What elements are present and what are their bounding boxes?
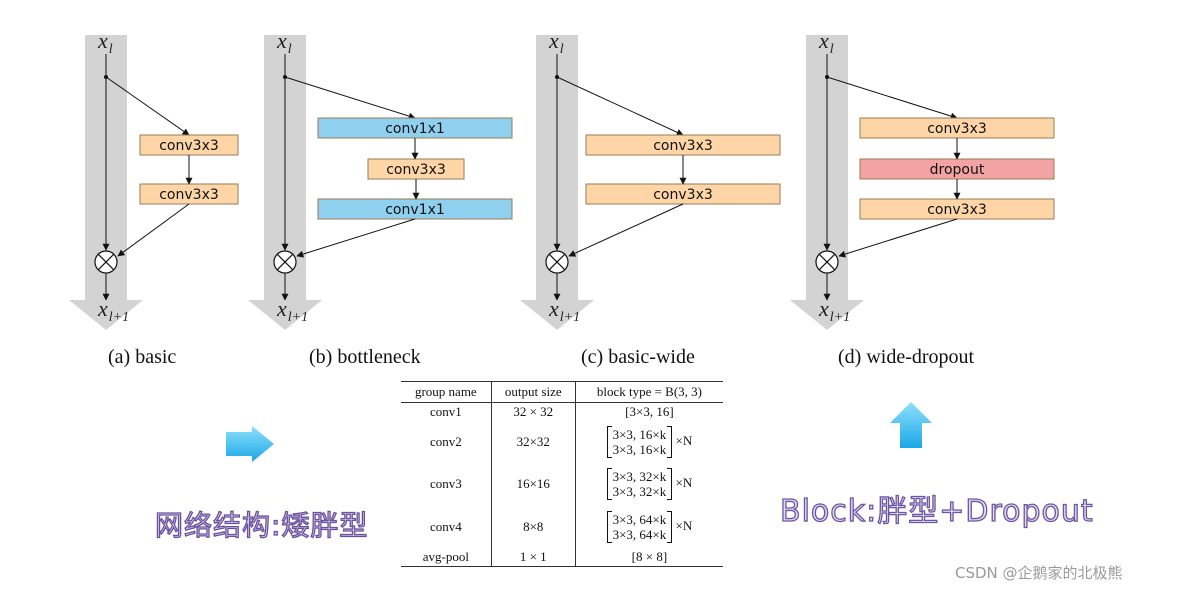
layer-box-dropout: dropout xyxy=(859,158,1055,180)
row-output-size: 32×32 xyxy=(490,420,576,463)
caption-basic: (a) basic xyxy=(108,346,177,368)
input-label: xl xyxy=(276,28,292,57)
layer-box-conv1x1: conv1x1 xyxy=(317,117,513,139)
branch-arrow xyxy=(556,76,684,136)
merge-arrow xyxy=(568,203,684,257)
row-output-size: 1 × 1 xyxy=(490,548,576,567)
header-output-size: output size xyxy=(490,381,576,403)
layer-box-conv3x3: conv3x3 xyxy=(367,158,465,180)
residual-block-1: xl xl+1 conv1x1 conv3x3 conv1x1 xyxy=(248,28,513,330)
row-group-name: conv1 xyxy=(429,403,462,419)
caption-basic-wide: (c) basic-wide xyxy=(581,346,695,368)
header-block-type: block type = B(3, 3) xyxy=(574,381,723,403)
input-label: xl xyxy=(818,28,834,57)
row-output-size: 8×8 xyxy=(490,505,576,549)
merge-node-icon xyxy=(273,250,297,274)
row-group-name: conv4 xyxy=(429,519,462,534)
caption-bottleneck: (b) bottleneck xyxy=(309,346,421,368)
layer-box-conv3x3: conv3x3 xyxy=(859,198,1055,220)
block-spec-line: 3×3, 64×k xyxy=(612,512,667,527)
row-output-size: 32 × 32 xyxy=(490,402,576,421)
input-label: xl xyxy=(97,28,113,57)
right-arrow-icon xyxy=(226,426,274,462)
watermark: CSDN @企鹅家的北极熊 xyxy=(955,564,1123,582)
row-group-name: conv2 xyxy=(429,433,462,449)
input-label: xl xyxy=(548,28,564,57)
table-header-row: group name output size block type = B(3,… xyxy=(401,381,723,403)
merge-node-icon xyxy=(545,250,569,274)
row-block-spec: [3×3, 16] xyxy=(574,402,723,421)
layer-label: conv3x3 xyxy=(653,138,713,154)
layer-label: conv3x3 xyxy=(386,162,446,178)
layer-box-conv3x3: conv3x3 xyxy=(859,117,1055,139)
layer-label: conv3x3 xyxy=(927,202,987,218)
up-arrow-icon xyxy=(890,402,932,448)
merge-node-icon xyxy=(94,250,118,274)
output-label: xl+1 xyxy=(276,296,308,325)
merge-arrow xyxy=(117,203,190,257)
layer-box-conv3x3: conv3x3 xyxy=(139,183,239,205)
branch-arrow xyxy=(284,76,416,120)
block-multiplier: ×N xyxy=(675,517,693,533)
block-spec-line: 3×3, 32×k xyxy=(612,484,667,499)
block-spec-line: [3×3, 16] xyxy=(625,403,674,419)
layer-box-conv3x3: conv3x3 xyxy=(585,183,781,205)
merge-arrow xyxy=(296,218,416,258)
layer-label: conv3x3 xyxy=(159,187,219,203)
merge-arrow xyxy=(838,218,958,258)
layer-label: conv3x3 xyxy=(653,187,713,203)
block-multiplier: ×N xyxy=(675,432,693,448)
block-multiplier: ×N xyxy=(675,474,693,490)
block-spec-line: 3×3, 64×k xyxy=(612,527,667,542)
layer-label: conv3x3 xyxy=(159,138,219,154)
layer-box-conv3x3: conv3x3 xyxy=(585,134,781,156)
layer-label: dropout xyxy=(930,162,985,178)
layer-label: conv1x1 xyxy=(385,121,445,137)
block-spec-line: [8 × 8] xyxy=(631,549,668,565)
layer-box-conv3x3: conv3x3 xyxy=(139,134,239,156)
header-group-name: group name xyxy=(401,381,492,403)
block-spec-line: 3×3, 16×k xyxy=(612,441,667,457)
table-row: avg-pool 1 × 1 [8 × 8] xyxy=(401,548,723,567)
row-group-name: conv3 xyxy=(429,476,462,491)
branch-arrow xyxy=(826,76,958,120)
row-group-name: avg-pool xyxy=(401,548,492,567)
network-config-table: group name output size block type = B(3,… xyxy=(401,381,723,567)
row-block-spec: [8 × 8] xyxy=(574,548,723,567)
merge-node-icon xyxy=(815,250,839,274)
layer-label: conv1x1 xyxy=(385,202,445,218)
layer-box-conv1x1: conv1x1 xyxy=(317,198,513,220)
block-spec-line: 3×3, 32×k xyxy=(612,469,667,484)
note-block-dropout: Block:胖型+Dropout xyxy=(779,493,1094,529)
block-spec-line: 3×3, 16×k xyxy=(612,426,667,442)
branch-arrow xyxy=(105,76,190,136)
caption-wide-dropout: (d) wide-dropout xyxy=(838,346,975,368)
table-row: conv1 32 × 32 [3×3, 16] xyxy=(401,402,723,421)
layer-label: conv3x3 xyxy=(927,121,987,137)
row-output-size: 16×16 xyxy=(490,462,576,506)
note-network-structure: 网络结构:矮胖型 xyxy=(154,508,369,542)
